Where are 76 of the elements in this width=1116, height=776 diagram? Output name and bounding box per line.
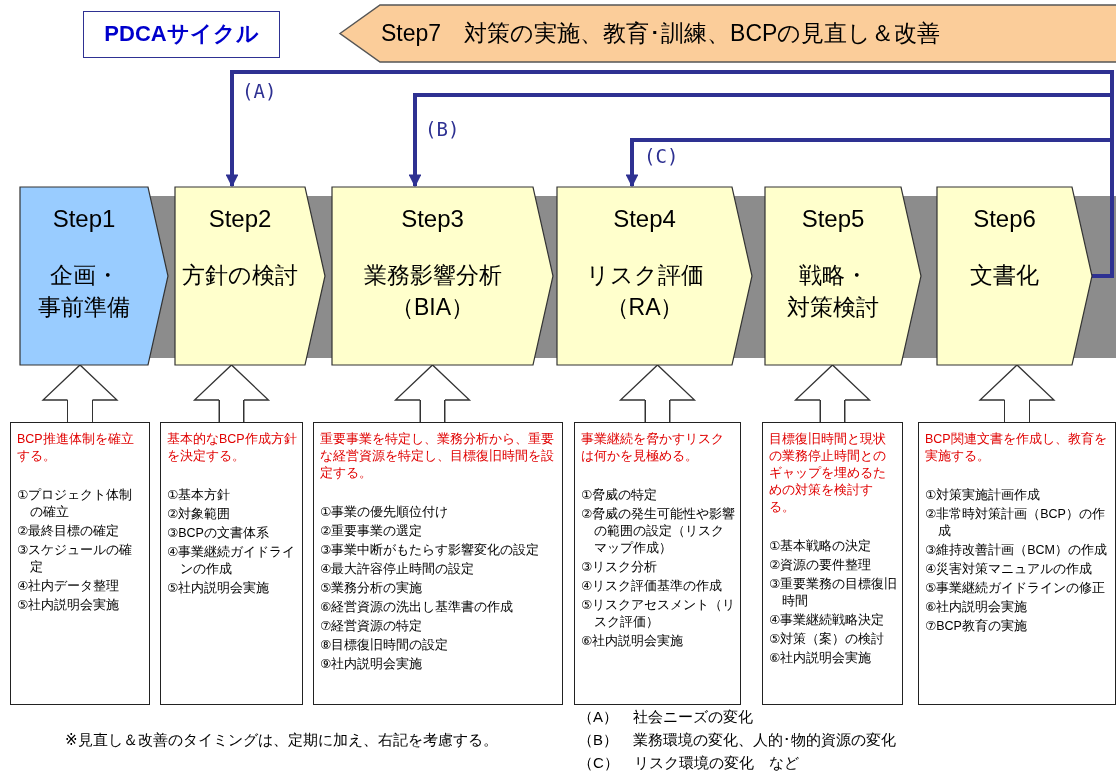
summary-text: BCP推進体制を確立する。: [17, 431, 135, 465]
list-item: ②脅威の発生可能性や影響の範囲の設定（リスクマップ作成）: [581, 506, 736, 557]
list-item: ④災害対策マニュアルの作成: [925, 561, 1094, 578]
note-text: （B） 業務環境の変化、人的･物的資源の変化: [578, 731, 896, 750]
list-item: ③維持改善計画（BCM）の作成: [925, 542, 1108, 559]
list-item: ⑦経営資源の特定: [320, 618, 424, 635]
description-box: [313, 422, 563, 705]
list-item: ⑥社内説明会実施: [925, 599, 1029, 616]
step-panel: [175, 187, 325, 365]
step-number: Step6: [972, 205, 1037, 233]
step-title: 文書化: [969, 261, 1040, 290]
title-box: [83, 11, 280, 58]
description-box: [918, 422, 1116, 705]
list-item: ⑤社内説明会実施: [17, 597, 121, 614]
summary-text: 目標復旧時間と現状の業務停止時間とのギャップを埋めるための対策を検討する。: [769, 431, 887, 516]
list-item: ①プロジェクト体制の確立: [17, 487, 134, 521]
note-text: （C） リスク環境の変化 など: [578, 754, 799, 773]
list-item: ⑥社内説明会実施: [581, 633, 685, 650]
step-panel: [557, 187, 752, 365]
list-item: ⑥社内説明会実施: [769, 650, 873, 667]
list-item: ①基本方針: [167, 487, 232, 504]
list-item: ⑧目標復旧時間の設定: [320, 637, 450, 654]
description-box: [762, 422, 903, 705]
list-item: ⑤対策（案）の検討: [769, 631, 886, 648]
summary-text: 基本的なBCP作成方針を決定する。: [167, 431, 298, 465]
list-item: ⑤事業継続ガイドラインの修正: [925, 580, 1107, 597]
step-number: Step5: [800, 205, 866, 233]
list-item: ⑨社内説明会実施: [320, 656, 424, 673]
step-panel: [20, 187, 168, 365]
step-title: 企画・事前準備: [37, 261, 131, 322]
summary-text: 重要事業を特定し、業務分析から、重要な経営資源を特定し、目標復旧時間を設定する。: [320, 431, 555, 482]
list-item: ④社内データ整理: [17, 578, 121, 595]
step-panel: [332, 187, 553, 365]
list-item: ①対策実施計画作成: [925, 487, 1042, 504]
list-item: ①基本戦略の決定: [769, 538, 873, 555]
step-title: 方針の検討: [181, 261, 299, 290]
list-item: ⑥経営資源の洗出し基準書の作成: [320, 599, 515, 616]
step-title: 業務影響分析（BIA）: [362, 261, 503, 322]
step-number: Step2: [207, 205, 273, 233]
banner-text: Step7 対策の実施、教育･訓練、BCPの見直し＆改善: [381, 19, 941, 48]
list-item: ④事業継続戦略決定: [769, 612, 886, 629]
list-item: ③重要業務の目標復旧時間: [769, 576, 898, 610]
list-item: ⑦BCP教育の実施: [925, 618, 1028, 635]
step-panel: [937, 187, 1092, 365]
list-item: ③事業中断がもたらす影響変化の設定: [320, 542, 541, 559]
list-item: ⑤社内説明会実施: [167, 580, 271, 597]
step-banner: [340, 5, 1116, 62]
list-item: ④事業継続ガイドラインの作成: [167, 544, 297, 578]
step-title: リスク評価（RA）: [584, 261, 705, 322]
list-item: ⑤リスクアセスメント（リスク評価）: [581, 597, 736, 631]
description-box: [10, 422, 150, 705]
list-item: ②最終目標の確定: [17, 523, 121, 540]
list-item: ③BCPの文書体系: [167, 525, 270, 542]
list-item: ③スケジュールの確定: [17, 542, 134, 576]
list-item: ②非常時対策計画（BCP）の作成: [925, 506, 1106, 540]
list-item: ②重要事業の選定: [320, 523, 424, 540]
title-text: PDCAサイクル: [103, 20, 260, 48]
step-number: Step3: [400, 205, 465, 233]
description-box: [160, 422, 303, 705]
summary-text: BCP関連文書を作成し、教育を実施する。: [925, 431, 1108, 465]
list-item: ③リスク分析: [581, 559, 659, 576]
list-item: ①脅威の特定: [581, 487, 659, 504]
footnote-text: ※見直し＆改善のタイミングは、定期に加え、右記を考慮する。: [65, 731, 498, 750]
note-text: （A） 社会ニーズの変化: [578, 708, 753, 727]
list-item: ④リスク評価基準の作成: [581, 578, 724, 595]
step-number: Step1: [51, 205, 117, 233]
step-panel: [765, 187, 921, 365]
step-title: 戦略・対策検討: [786, 261, 880, 322]
step-number: Step4: [612, 205, 677, 233]
description-box: [574, 422, 741, 705]
summary-text: 事業継続を脅かすリスクは何かを見極める。: [581, 431, 725, 465]
list-item: ⑤業務分析の実施: [320, 580, 424, 597]
list-item: ④最大許容停止時間の設定: [320, 561, 476, 578]
list-item: ①事業の優先順位付け: [320, 504, 450, 521]
list-item: ②対象範囲: [167, 506, 232, 523]
list-item: ②資源の要件整理: [769, 557, 873, 574]
